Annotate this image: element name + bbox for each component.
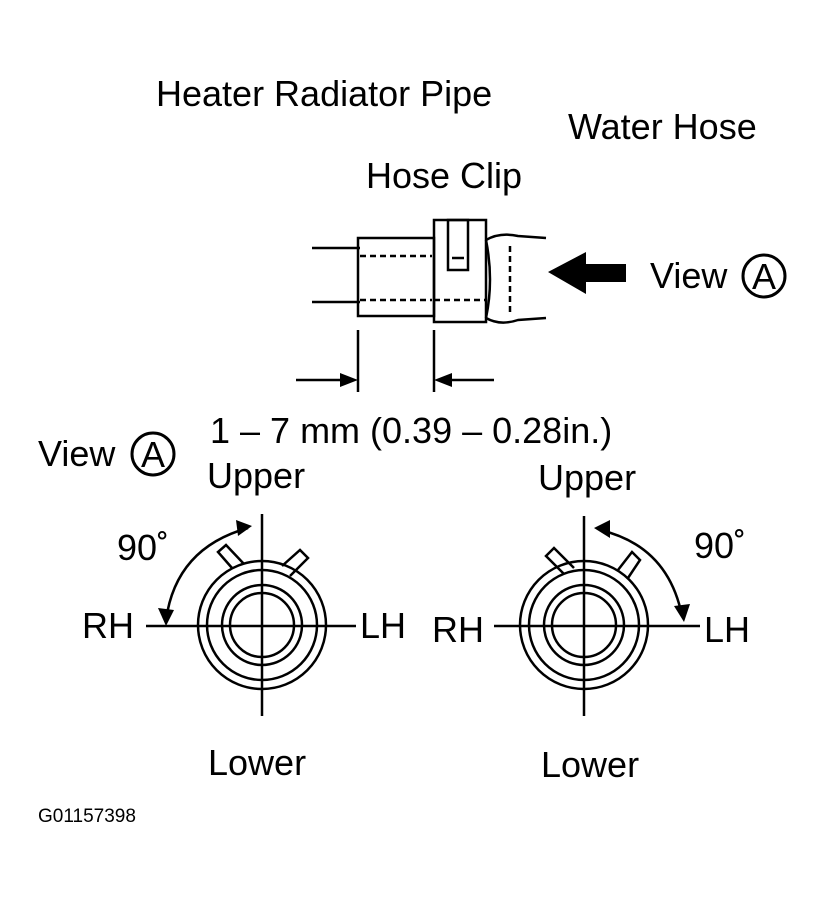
dimension-markers — [296, 330, 494, 392]
right-rotation-arrow-head-top — [594, 520, 610, 538]
hose-clip-label: Hose Clip — [366, 155, 522, 196]
left-angle-label: 90˚ — [117, 527, 169, 568]
pipe-hose-assembly — [312, 218, 547, 324]
right-clip-view — [494, 516, 700, 716]
view-a-callout-circle — [741, 253, 787, 299]
view-a-section-circle — [130, 431, 176, 477]
view-a-callout-letter: A — [752, 256, 776, 297]
view-a-section-label: View — [38, 433, 116, 474]
right-rh-label: RH — [432, 609, 484, 650]
dimension-arrow-right — [434, 373, 452, 387]
view-direction-arrow — [548, 252, 626, 294]
dimension-label: 1 – 7 mm (0.39 – 0.28in.) — [210, 410, 612, 451]
right-angle-label: 90˚ — [694, 525, 746, 566]
left-lh-label: LH — [360, 605, 406, 646]
left-lower-label: Lower — [208, 742, 306, 783]
right-lower-label: Lower — [541, 744, 639, 785]
heater-radiator-pipe-label: Heater Radiator Pipe — [156, 73, 492, 114]
water-hose-label: Water Hose — [568, 106, 757, 147]
left-upper-label: Upper — [207, 455, 305, 496]
right-lh-label: LH — [704, 609, 750, 650]
left-rotation-arrow-head-top — [236, 520, 252, 536]
figure-code: G01157398 — [38, 806, 136, 827]
dimension-arrow-left — [340, 373, 358, 387]
left-clip-view — [146, 514, 356, 716]
left-rh-label: RH — [82, 605, 134, 646]
view-a-section-letter: A — [141, 434, 165, 475]
view-a-callout-label: View — [650, 255, 728, 296]
right-rotation-arrow-head-bottom — [674, 604, 690, 622]
right-upper-label: Upper — [538, 457, 636, 498]
left-rotation-arrow-head-bottom — [158, 608, 174, 626]
